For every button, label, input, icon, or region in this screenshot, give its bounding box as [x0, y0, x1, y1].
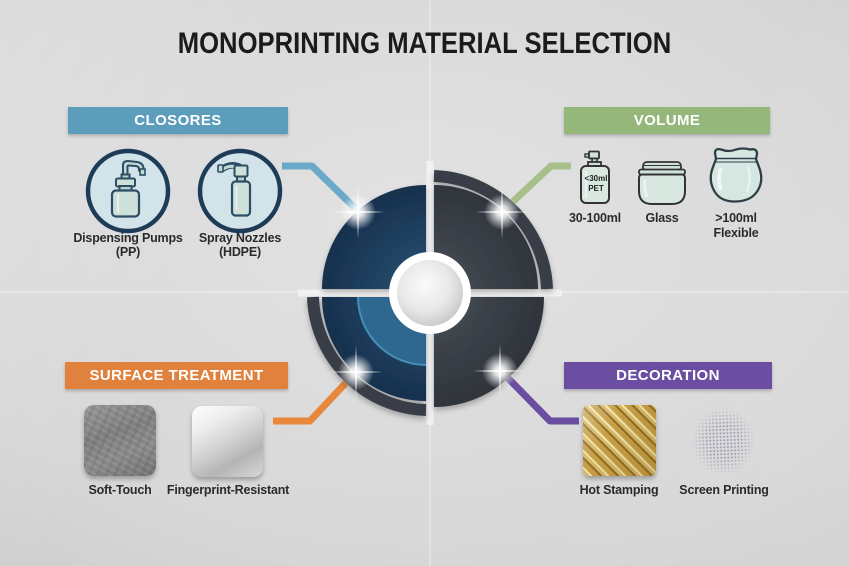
glass-jar-icon [638, 161, 686, 205]
volume-item-pouch [705, 145, 767, 210]
hot-stamping-swatch [583, 405, 656, 476]
screen-printing-swatch [689, 405, 758, 478]
hot-stamping-label: Hot Stamping [579, 483, 659, 497]
volume-glass-label: Glass [645, 211, 679, 225]
volume-pouch-label: >100ml [715, 211, 757, 225]
volume-pet-label: 30-100ml [569, 211, 621, 225]
closures-header: CLOSORES [68, 107, 288, 134]
bottle-material-text: PET [588, 184, 604, 193]
sparkle-decoration [477, 348, 523, 394]
volume-header: VOLUME [564, 107, 770, 134]
fingerprint-resistant-swatch [192, 406, 263, 477]
decoration-header: DECORATION [564, 362, 772, 389]
dispensing-pumps-sublabel: (PP) [115, 245, 141, 259]
wheel-hub [397, 260, 463, 326]
page-title: MONOPRINTING MATERIAL SELECTION [177, 26, 672, 60]
sparkle-volume [479, 189, 525, 235]
flexible-pouch-icon [709, 147, 763, 203]
spray-nozzles-sublabel: (HDPE) [219, 245, 261, 259]
wheel-quadrant-volume [434, 185, 538, 289]
soft-touch-swatch [84, 405, 156, 476]
volume-pouch-sublabel: Flexible [713, 226, 759, 240]
dispensing-pumps-item [85, 148, 171, 239]
screen-printing-label: Screen Printing [679, 483, 769, 497]
sparkle-closures [335, 189, 381, 235]
wheel-quadrant-closures [322, 185, 426, 289]
surface-treatment-header: SURFACE TREATMENT [65, 362, 288, 389]
surface-treatment-header-label: SURFACE TREATMENT [89, 367, 264, 384]
spray-nozzle-icon [197, 148, 283, 234]
pump-bottle-icon [85, 148, 171, 234]
volume-item-glass [632, 161, 692, 211]
small-spray-bottle-icon: <30ml PET [580, 150, 610, 204]
material-wheel [298, 161, 562, 425]
bottle-capacity-text: <30ml [585, 174, 608, 183]
soft-touch-label: Soft-Touch [88, 483, 152, 497]
wheel-inner-blue-arc-highlight [357, 296, 427, 366]
fingerprint-resistant-label: Fingerprint-Resistant [166, 483, 290, 497]
decoration-header-label: DECORATION [616, 367, 720, 384]
dispensing-pumps-label: Dispensing Pumps [73, 231, 183, 245]
spray-nozzles-item [197, 148, 283, 239]
volume-header-label: VOLUME [633, 112, 701, 129]
sparkle-surface [333, 349, 379, 395]
closures-header-label: CLOSORES [134, 112, 222, 129]
volume-item-pet-bottle: <30ml PET [577, 147, 613, 210]
spray-nozzles-label: Spray Nozzles [198, 231, 282, 245]
